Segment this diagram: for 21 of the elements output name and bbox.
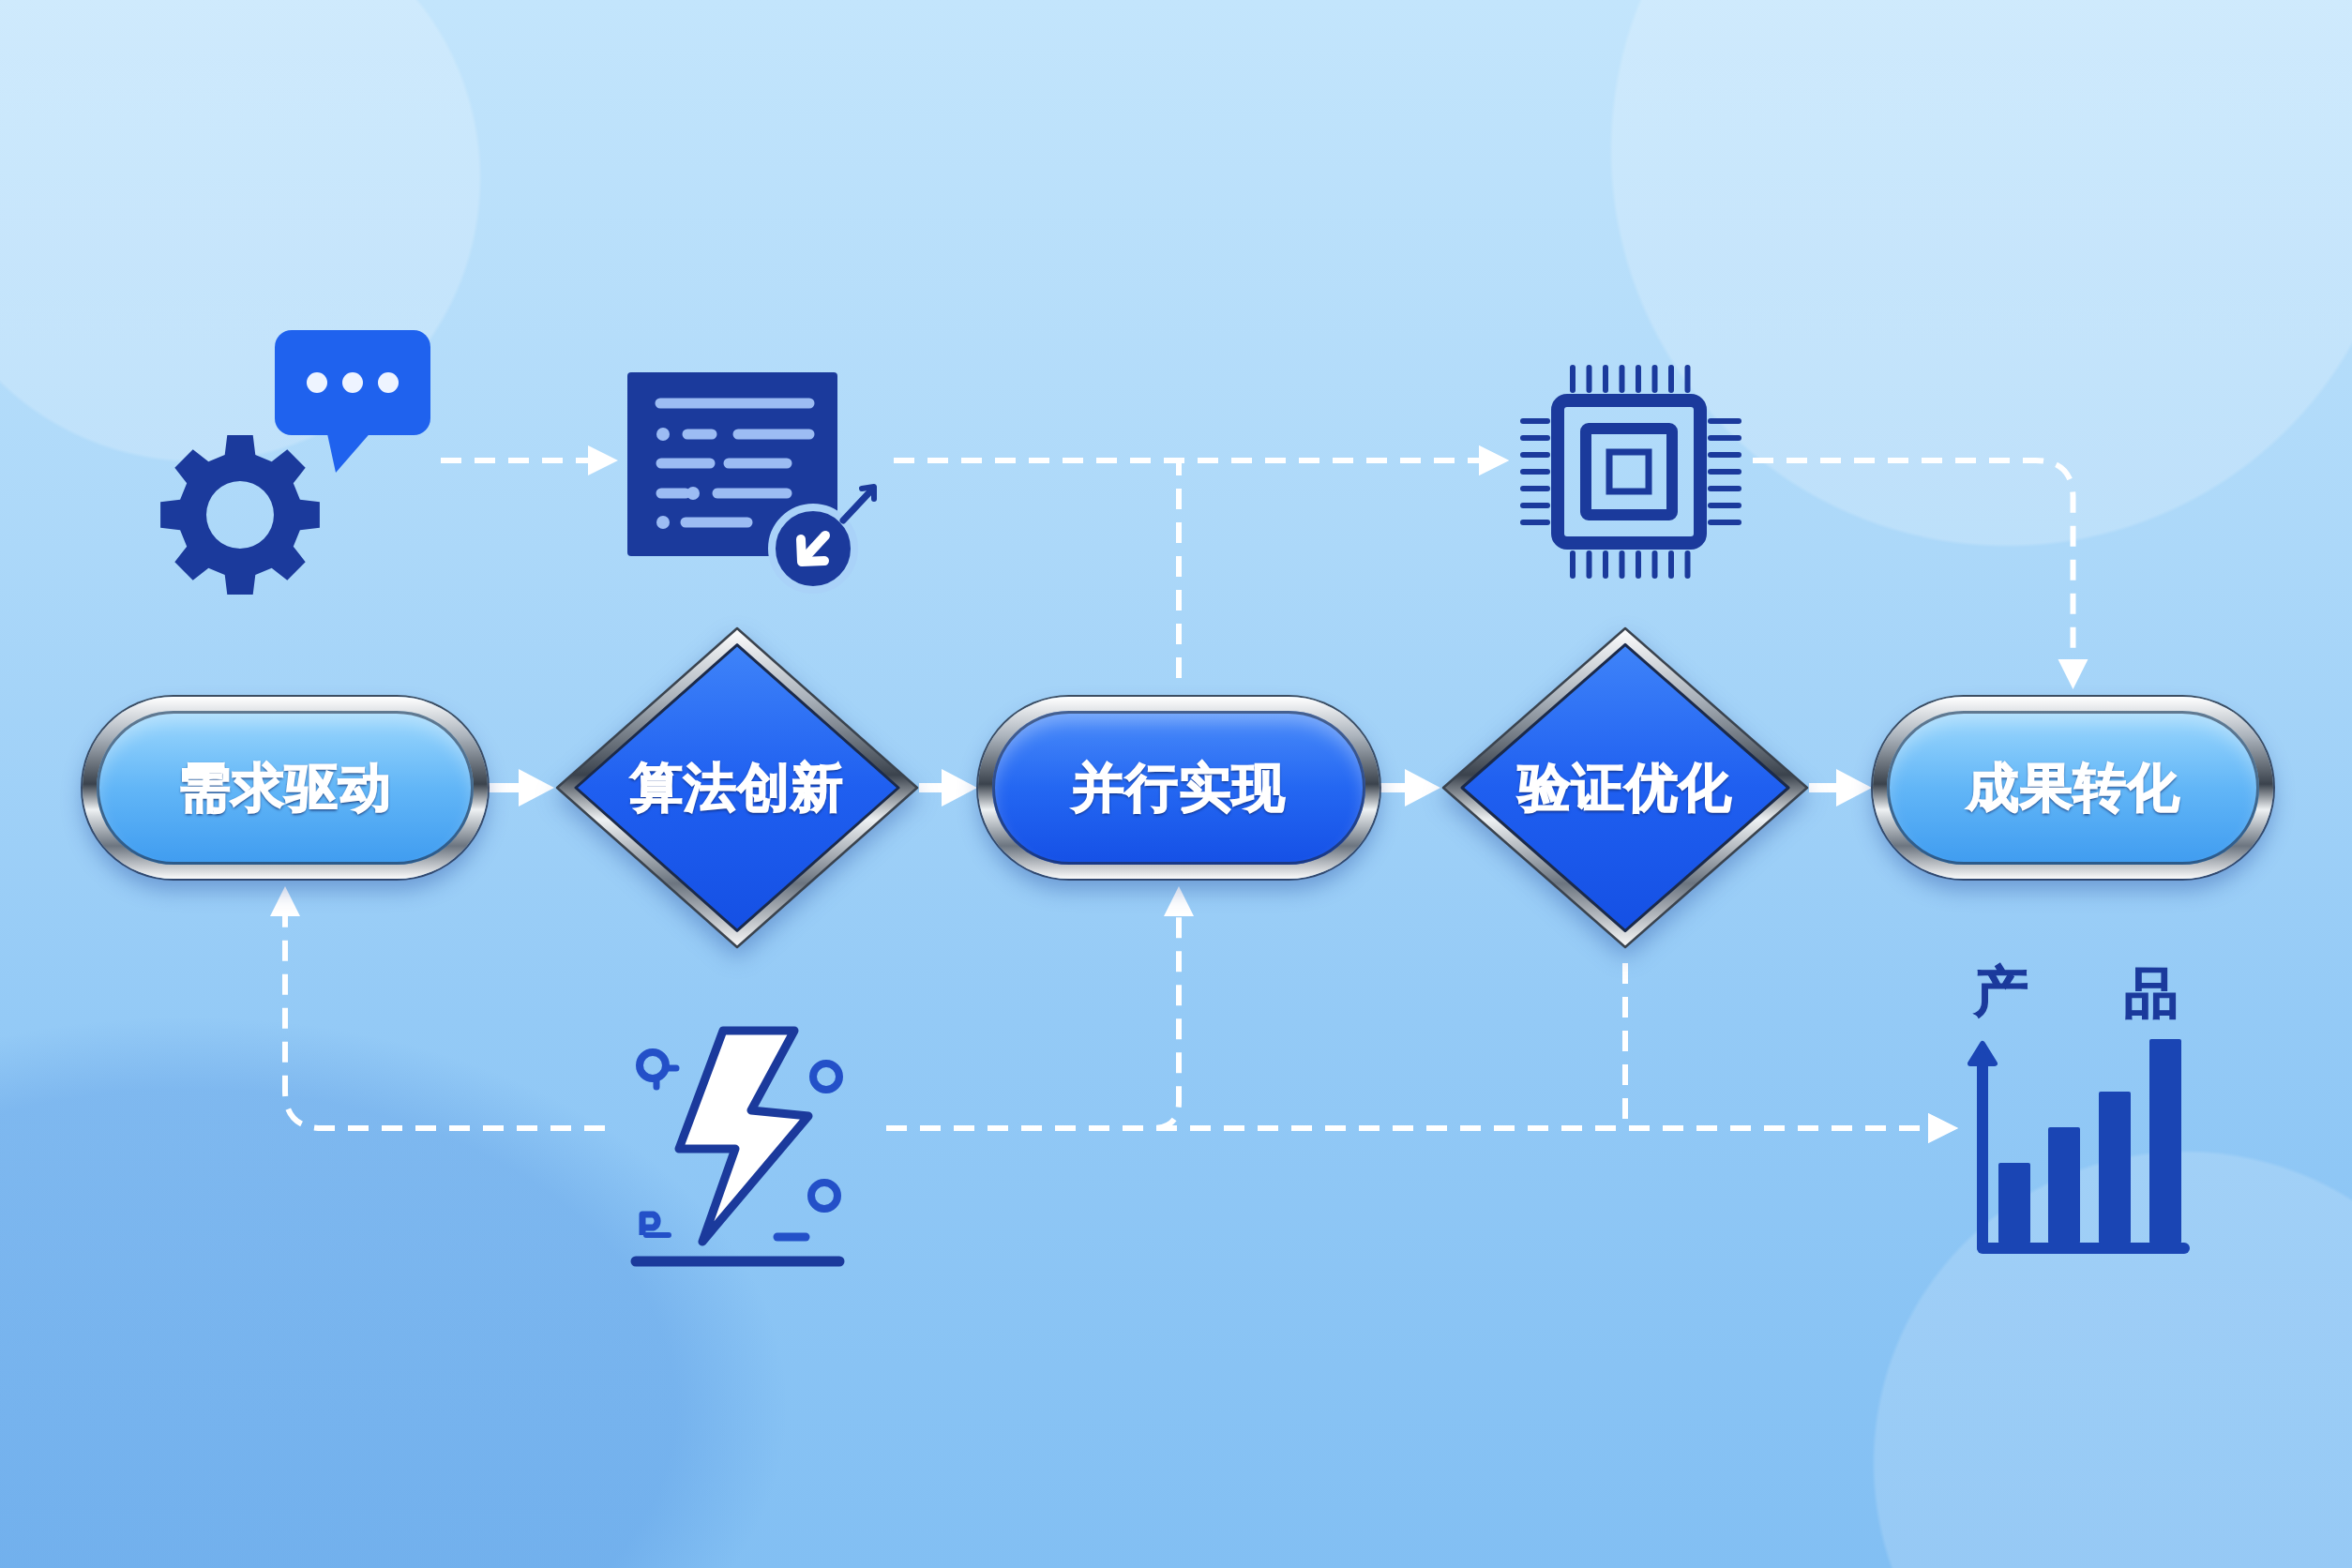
arrow bbox=[1809, 769, 1872, 807]
gear-chat-icon bbox=[158, 328, 431, 597]
chart-label: 品 bbox=[2124, 966, 2179, 1020]
arrow bbox=[919, 769, 977, 807]
dashed-arrow bbox=[1622, 963, 1958, 1143]
decision-diamond bbox=[555, 626, 919, 949]
arrow bbox=[488, 769, 554, 807]
chip-icon bbox=[1520, 365, 1741, 579]
step-label: 算法创新 bbox=[630, 757, 844, 819]
dashed-arrow bbox=[270, 886, 605, 1131]
dashed-arrow bbox=[441, 445, 618, 475]
step-label: 需求驱动 bbox=[178, 757, 392, 819]
step-label: 成果转化 bbox=[1966, 757, 2180, 819]
decision-diamond bbox=[1441, 626, 1809, 949]
dashed-arrow bbox=[886, 886, 1194, 1131]
arrow bbox=[1380, 769, 1440, 807]
dashed-arrow bbox=[1753, 458, 2088, 689]
chart-label: 产 bbox=[1974, 964, 2028, 1018]
dashed-arrow bbox=[1176, 445, 1509, 678]
step-label: 并行实现 bbox=[1072, 757, 1286, 819]
step-label: 验证优化 bbox=[1518, 757, 1732, 819]
